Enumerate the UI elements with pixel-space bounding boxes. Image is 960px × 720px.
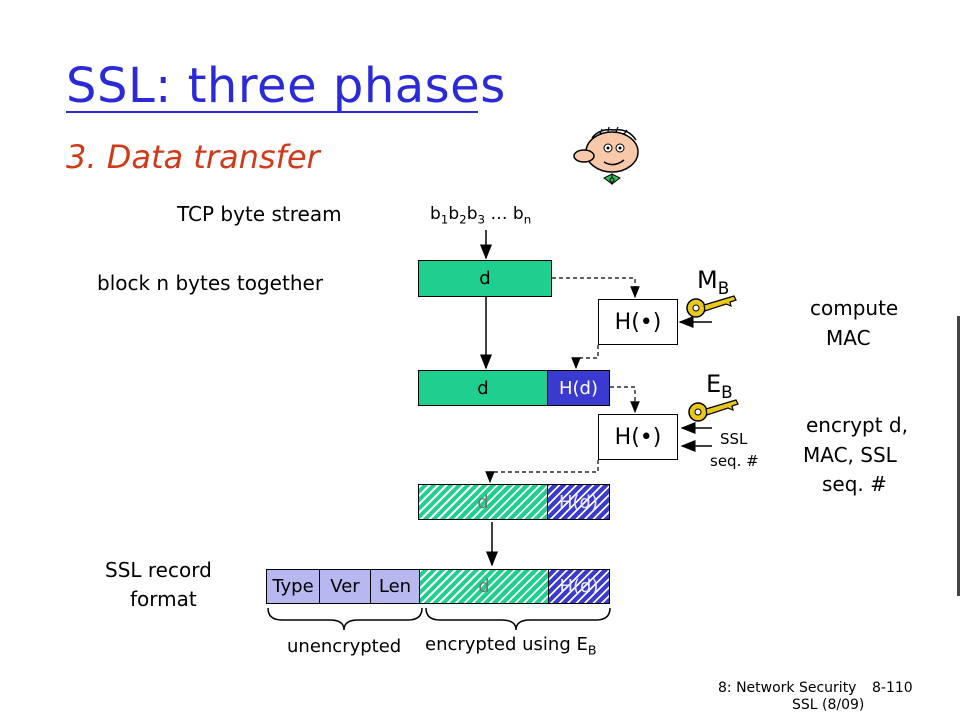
data-block-d: d [418,260,552,297]
encrypted-mac-block-hd: H(d) [547,484,610,520]
encrypt-key-label: EB [706,370,733,402]
footer-subtitle: SSL (8/09) [792,697,865,713]
record-encrypted-hd: H(d) [548,569,610,604]
byte-b3: b [466,204,478,224]
footer-course: 8: Network Security [718,680,857,696]
data-block-d-2: d [418,370,548,406]
cartoon-face-icon [573,126,639,185]
byte-sequence-label: b1b2b3 … bn [430,204,531,226]
encrypt-key-letter: E [706,370,722,398]
byte-dots: … b [485,204,524,224]
ssl-seq-label-2: seq. # [710,452,759,470]
encrypt-label-1: encrypt d, [806,413,908,437]
mac-key-icon [686,295,737,318]
byte-sn: n [523,212,532,227]
byte-s1: 1 [440,212,449,227]
record-version-field: Ver [319,569,371,604]
encrypted-label: encrypted using EB [425,634,597,658]
encrypted-label-sub: B [587,642,597,658]
compute-mac-label-1: compute [810,296,899,320]
record-format-label-2: format [130,587,197,611]
encrypt-label-2: MAC, SSL [803,443,897,467]
record-format-label-1: SSL record [105,558,212,582]
byte-b2: b [448,204,460,224]
block-label: block n bytes together [97,271,324,295]
mac-key-letter: M [697,266,718,294]
byte-b1: b [430,204,441,224]
encrypted-data-block-d: d [418,484,548,520]
mac-key-sub: B [717,277,730,298]
record-type-field: Type [266,569,320,604]
footer-slide-number: 8-110 [872,680,913,696]
encrypt-key-sub: B [721,381,733,402]
tcp-stream-label: TCP byte stream [177,202,342,226]
slide-title: SSL: three phases [66,58,506,114]
hash-function-box-mac: H(•) [598,299,678,345]
ssl-seq-label-1: SSL [720,430,748,448]
hash-function-box-encrypt: H(•) [598,414,678,460]
title-underline [66,111,478,113]
record-length-field: Len [370,569,420,604]
encrypted-label-text: encrypted using E [425,634,588,655]
byte-s2: 2 [459,212,467,227]
mac-key-label: MB [697,266,729,298]
unencrypted-label: unencrypted [287,636,402,657]
byte-s3: 3 [477,212,486,227]
mac-block-hd: H(d) [547,370,610,406]
slide-subtitle: 3. Data transfer [66,138,320,176]
compute-mac-label-2: MAC [826,326,871,350]
right-edge-bar [957,316,960,596]
encrypt-label-3: seq. # [822,472,887,496]
encrypt-key-icon [688,399,739,422]
record-encrypted-d: d [419,569,549,604]
